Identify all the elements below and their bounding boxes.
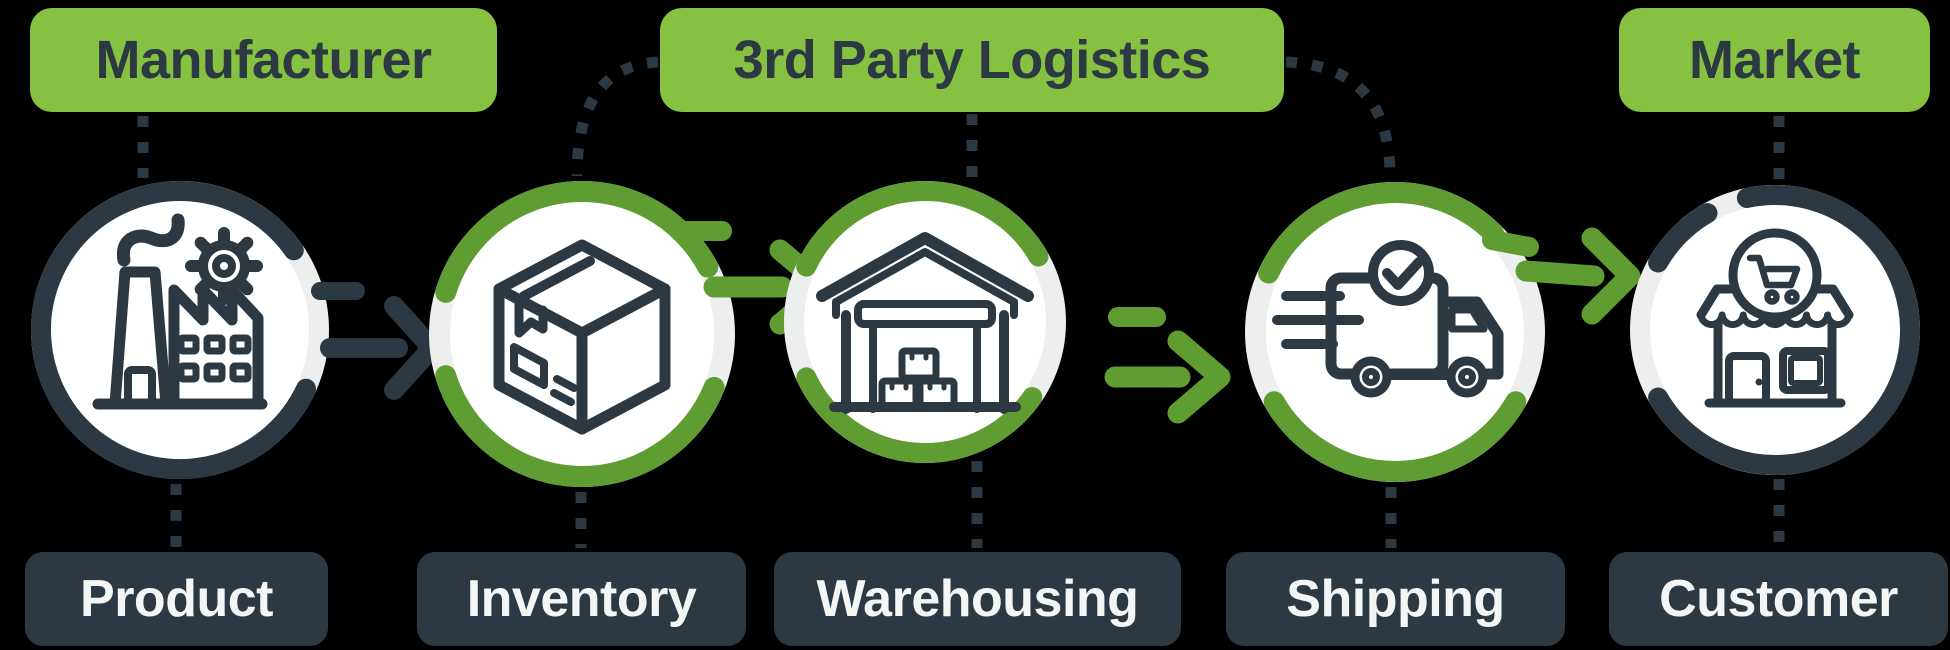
warehousing-badge-label: Warehousing	[816, 570, 1139, 628]
warehousing-badge: Warehousing	[774, 552, 1181, 646]
connector-3pl-inventory	[571, 56, 659, 177]
check-circle-icon	[1368, 240, 1434, 306]
factory-icon	[92, 213, 268, 410]
ring-stub	[1482, 230, 1539, 257]
product-circle	[30, 181, 365, 480]
manufacturer-badge: Manufacturer	[30, 8, 497, 112]
product-badge: Product	[25, 552, 328, 646]
market-badge-label: Market	[1688, 30, 1861, 90]
customer-badge: Customer	[1609, 552, 1948, 646]
customer-circle	[1630, 185, 1921, 476]
warehousing-circle	[784, 181, 1166, 463]
shopping-cart-icon	[1746, 254, 1801, 305]
manufacturer-badge-label: Manufacturer	[95, 30, 432, 90]
market-badge: Market	[1619, 8, 1930, 112]
package-box-icon	[493, 239, 671, 435]
product-badge-label: Product	[80, 570, 273, 628]
storefront-icon	[1696, 228, 1854, 408]
warehouse-icon	[816, 232, 1034, 414]
flow-arrow-product-inventory	[320, 296, 442, 400]
customer-badge-label: Customer	[1659, 570, 1898, 628]
inventory-badge-label: Inventory	[466, 570, 697, 628]
inventory-circle	[429, 181, 735, 487]
connector-3pl-shipping	[1285, 56, 1396, 177]
third-party-logistics-badge: 3rd Party Logistics	[660, 8, 1284, 112]
flow-arrow-warehousing-shipping	[1104, 330, 1231, 424]
cart-circle	[1728, 228, 1822, 322]
dotted-connectors	[137, 56, 1785, 548]
shipping-badge: Shipping	[1226, 552, 1565, 646]
shipping-circle	[1245, 182, 1545, 482]
flow-arrow-shipping-customer	[1515, 227, 1641, 325]
inventory-badge: Inventory	[417, 552, 746, 646]
delivery-truck-icon	[1272, 240, 1504, 398]
third-party-logistics-badge-label: 3rd Party Logistics	[733, 30, 1211, 90]
shipping-badge-label: Shipping	[1286, 570, 1505, 628]
